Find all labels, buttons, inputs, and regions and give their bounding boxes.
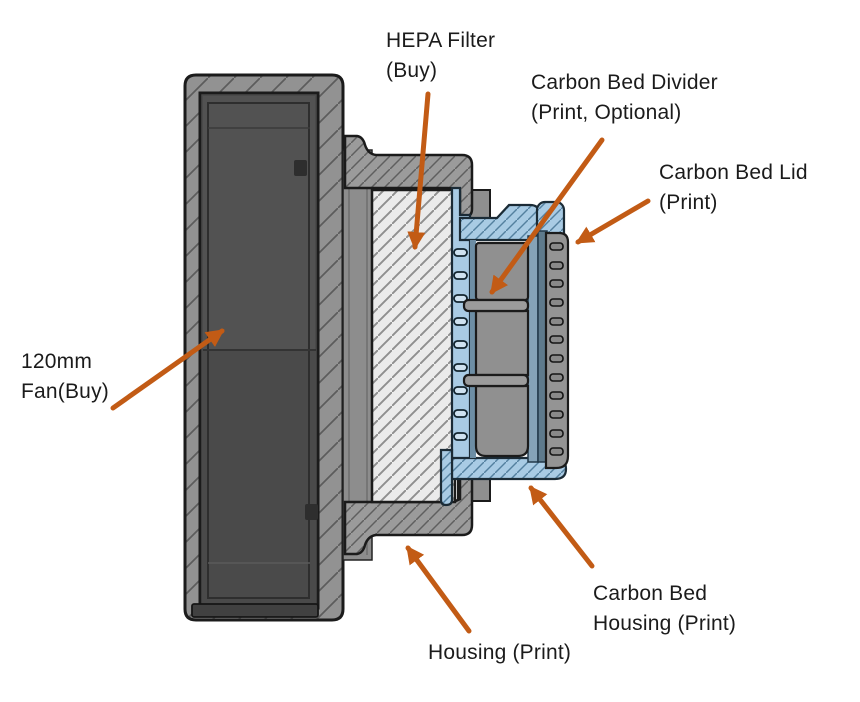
carbon-bed-block-middle (474, 309, 530, 377)
vent-slot (549, 335, 564, 344)
leader-arrow-carbon-bed-housing (528, 485, 595, 569)
label-fan: 120mm Fan(Buy) (21, 347, 109, 407)
vent-slot (549, 447, 564, 456)
carbon-bed-housing-right-face (527, 235, 539, 463)
label-line: Housing (Print) (593, 612, 737, 635)
label-carbon-bed-lid: Carbon Bed Lid (Print) (659, 158, 808, 218)
label-hepa-filter: HEPA Filter (Buy) (386, 26, 495, 86)
fan-bottom-bar (191, 603, 319, 618)
vent-slot (549, 410, 564, 419)
leader-arrow-housing (405, 545, 472, 634)
label-line: Carbon Bed Lid (659, 161, 808, 184)
vent-slot (453, 409, 468, 418)
vent-slot (453, 340, 468, 349)
label-carbon-bed-divider: Carbon Bed Divider (Print, Optional) (531, 68, 718, 128)
leader-arrow-carbon-bed-lid (575, 198, 651, 245)
carbon-bed-lid-vent-slots (549, 242, 564, 456)
label-line: Carbon Bed Divider (531, 71, 718, 94)
vent-slot (549, 354, 564, 363)
label-line: (Print) (659, 191, 718, 214)
label-carbon-bed-housing: Carbon Bed Housing (Print) (593, 579, 736, 639)
label-line: 120mm (21, 350, 93, 373)
vent-slot (453, 271, 468, 280)
vent-slot (453, 432, 468, 441)
vent-slot (453, 248, 468, 257)
leader-arrows (110, 91, 651, 634)
fan-clip-bottom (305, 504, 318, 520)
vent-slot (453, 363, 468, 372)
carbon-bed-divider-bar (462, 298, 530, 313)
vent-slot (549, 279, 564, 288)
carbon-bed-housing-inner-face (470, 240, 476, 458)
label-line: Carbon Bed (593, 582, 708, 605)
label-housing: Housing (Print) (428, 638, 571, 668)
vent-slot (549, 261, 564, 270)
leader-arrow-hepa-filter (407, 91, 431, 250)
vent-slot (549, 373, 564, 382)
label-line: (Print, Optional) (531, 101, 682, 124)
leader-arrow-fan (110, 328, 225, 411)
carbon-bed-divider-bar (462, 373, 530, 388)
housing-bottom-flange (343, 471, 474, 556)
vent-slot (549, 298, 564, 307)
label-line: HEPA Filter (386, 29, 496, 52)
leader-arrow-carbon-bed-divider (489, 137, 605, 295)
carbon-bed-housing-foot (439, 448, 454, 507)
carbon-bed-lid-section (544, 231, 570, 470)
housing-cross-section (342, 134, 491, 561)
carbon-bed-block-bottom (474, 384, 530, 458)
fan-cross-section (183, 73, 345, 622)
vent-slot (453, 317, 468, 326)
carbon-bed-housing-vent-slots (453, 248, 468, 441)
label-line: (Buy) (386, 59, 438, 82)
fan-interior-upper (203, 96, 315, 350)
carbon-bed-lid-body (544, 231, 570, 470)
vent-slot (453, 386, 468, 395)
label-line: Fan(Buy) (21, 380, 109, 403)
vent-slot (549, 391, 564, 400)
vent-slot (549, 429, 564, 438)
vent-slot (549, 317, 564, 326)
fan-clip-top (294, 160, 307, 176)
vent-slot (453, 294, 468, 303)
vent-slot (549, 242, 564, 251)
label-line: Housing (Print) (428, 641, 572, 664)
